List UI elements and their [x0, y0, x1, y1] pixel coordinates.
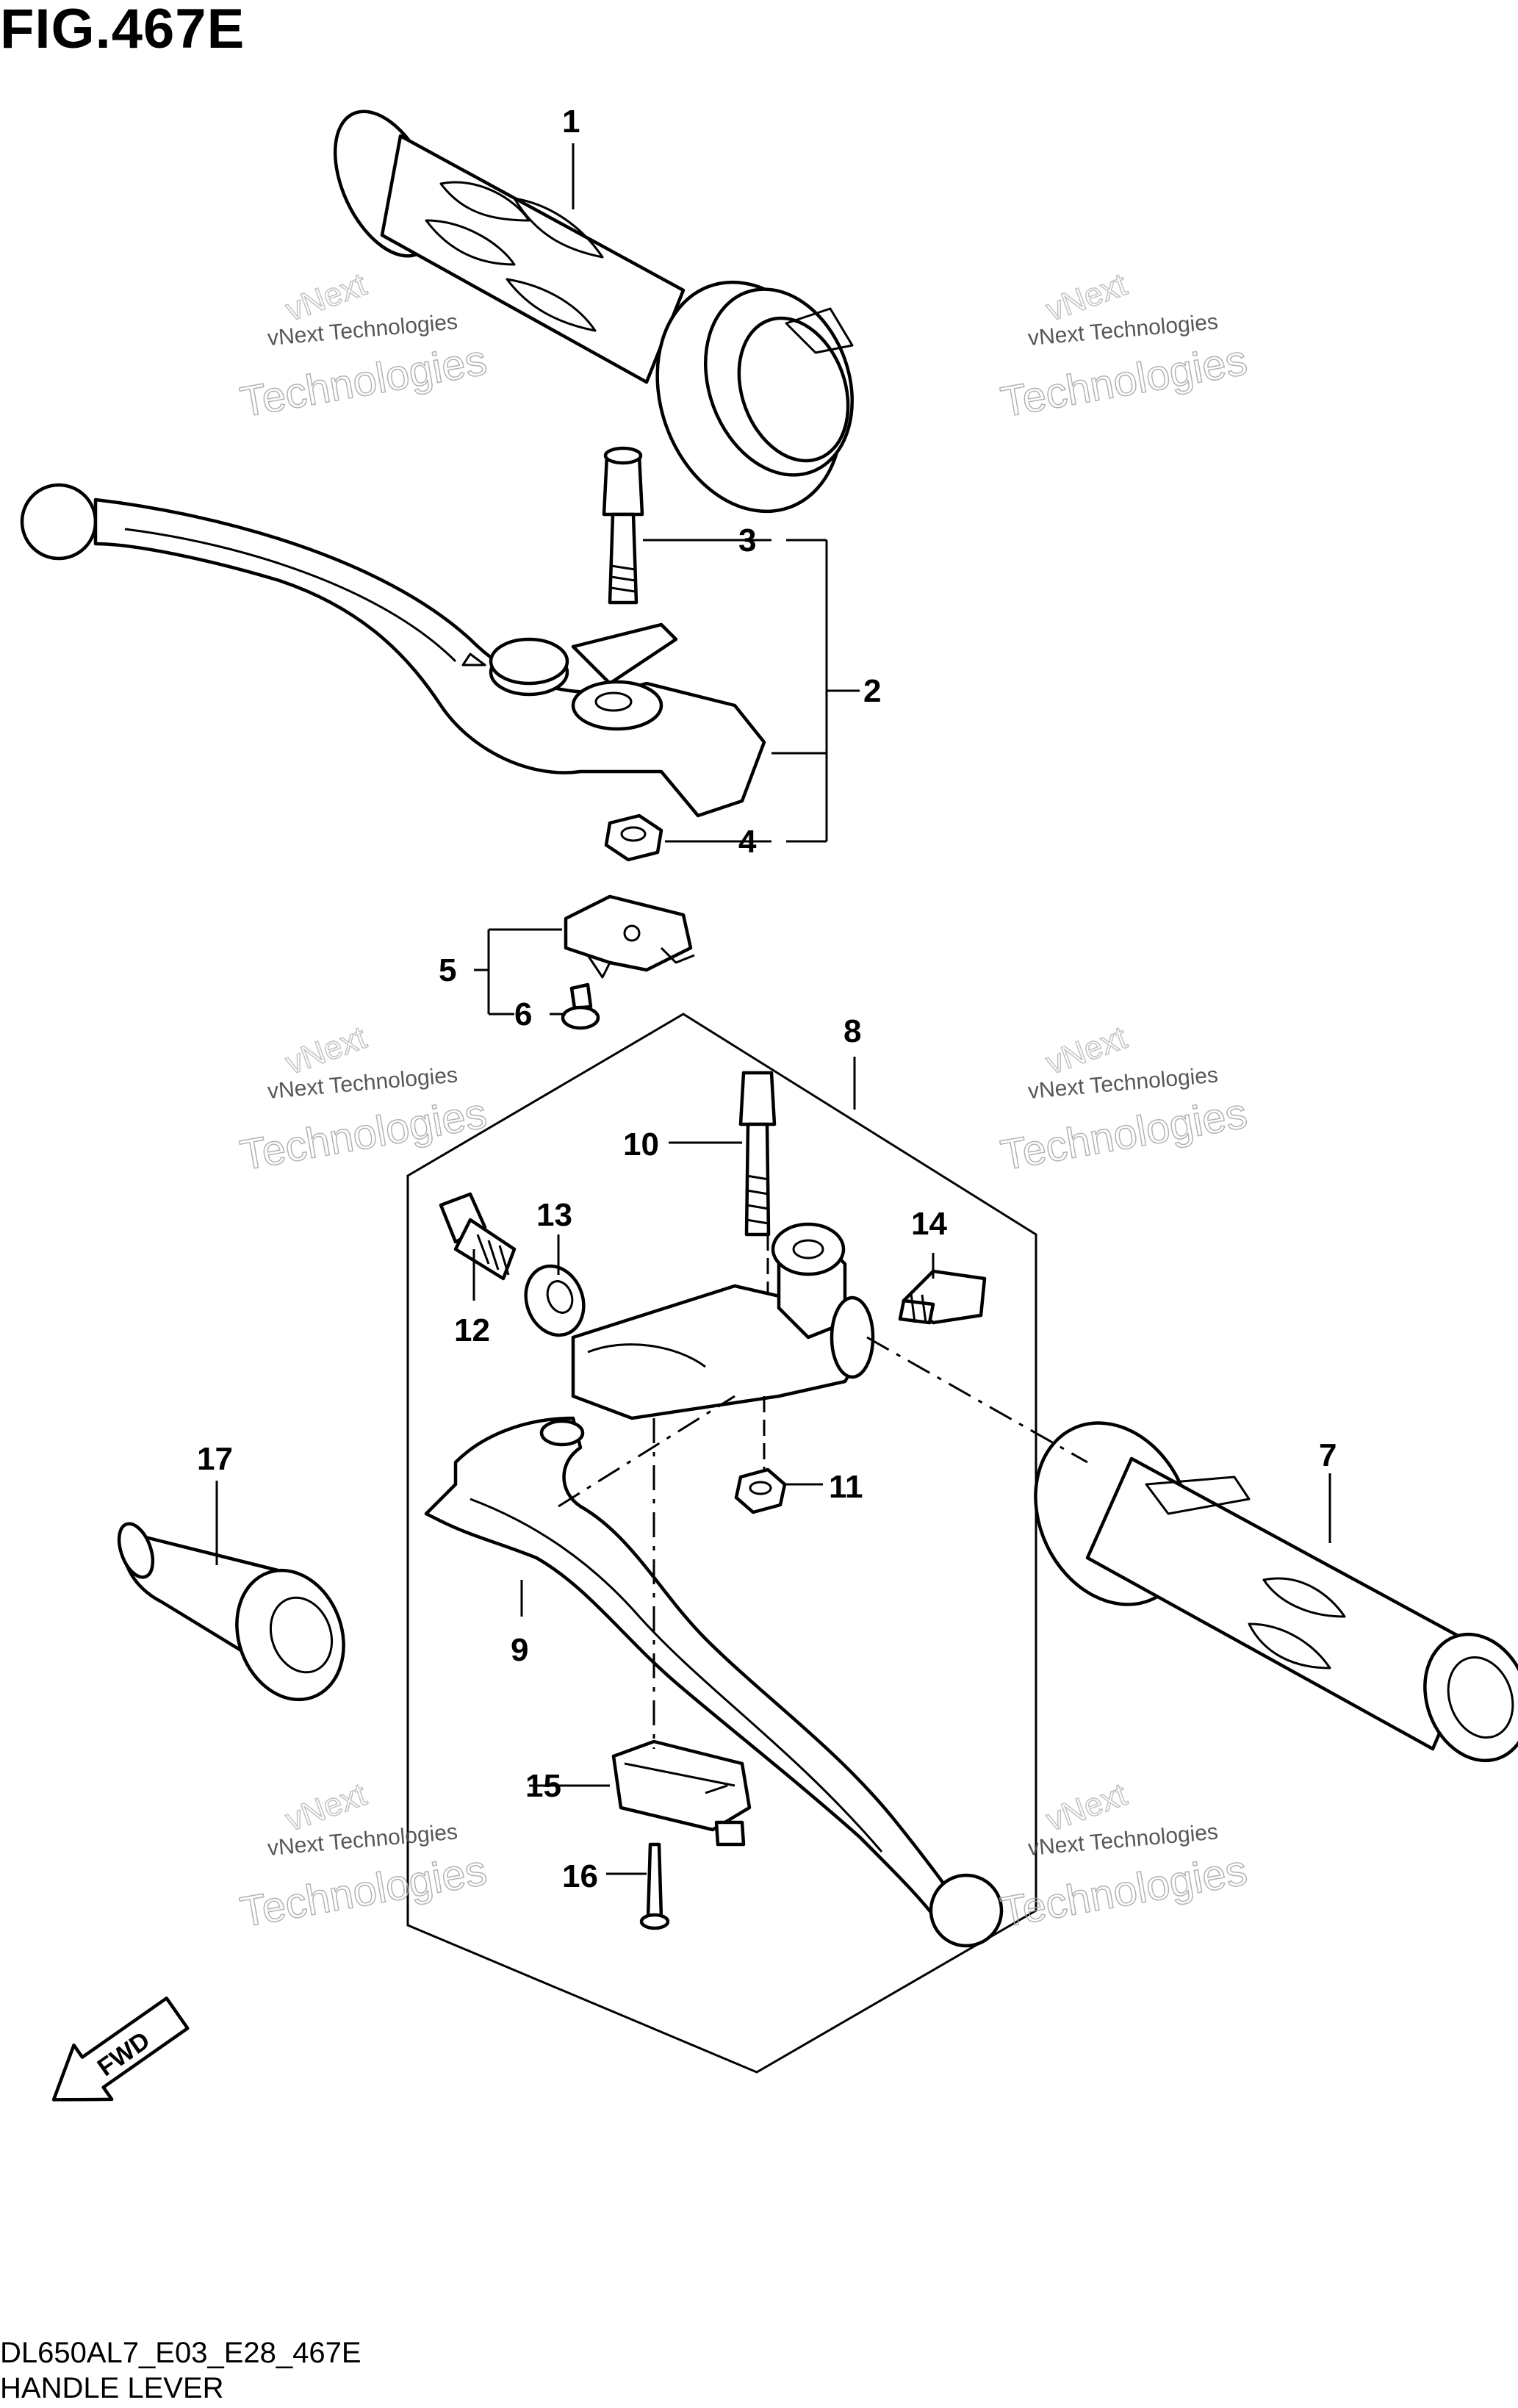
part-label-17: 17 [197, 1441, 233, 1477]
lever-cover-part [117, 1522, 345, 1702]
part-label-11: 11 [829, 1469, 863, 1505]
part-label-2: 2 [863, 673, 881, 709]
part-label-1: 1 [562, 104, 580, 140]
part-label-5: 5 [439, 952, 456, 988]
pivot-bolt-part [602, 446, 644, 605]
switch-screw-part [639, 1842, 670, 1930]
throttle-grip-part [333, 109, 854, 514]
part-label-14: 14 [911, 1206, 947, 1242]
figure-code: DL650AL7_E03_E28_467E [0, 2337, 361, 2369]
figure-name: HANDLE LEVER [0, 2372, 224, 2404]
brake-lever-part [20, 483, 766, 818]
part-label-8: 8 [843, 1013, 861, 1049]
part-label-3: 3 [738, 522, 756, 558]
part-label-7: 7 [1319, 1437, 1337, 1473]
lock-nut-part [734, 1467, 787, 1514]
bracket-bolt-part [738, 1071, 777, 1237]
part-label-16: 16 [562, 1858, 598, 1894]
figure-title: FIG.467E [0, 0, 245, 60]
lever-holder-part [571, 1222, 875, 1420]
part-label-6: 6 [514, 996, 532, 1032]
adjuster-screw-part [439, 1192, 517, 1281]
forward-direction-arrow: FWD [51, 1997, 190, 2102]
part-label-12: 12 [454, 1312, 490, 1348]
clutch-switch-part [611, 1739, 752, 1847]
assembly-outline [406, 1013, 1037, 2074]
clutch-lever-part [424, 1416, 1004, 1948]
washer-part [524, 1264, 586, 1337]
part-label-15: 15 [525, 1768, 561, 1804]
nut-part [604, 813, 663, 862]
left-grip-part [1034, 1421, 1518, 1763]
part-label-13: 13 [536, 1197, 572, 1233]
part-label-9: 9 [511, 1632, 528, 1668]
part-label-4: 4 [738, 824, 757, 860]
brake-switch-part [561, 894, 695, 1030]
part-label-10: 10 [623, 1126, 659, 1162]
leader-lines [215, 143, 1331, 1875]
clamp-bolt-part [898, 1269, 987, 1325]
